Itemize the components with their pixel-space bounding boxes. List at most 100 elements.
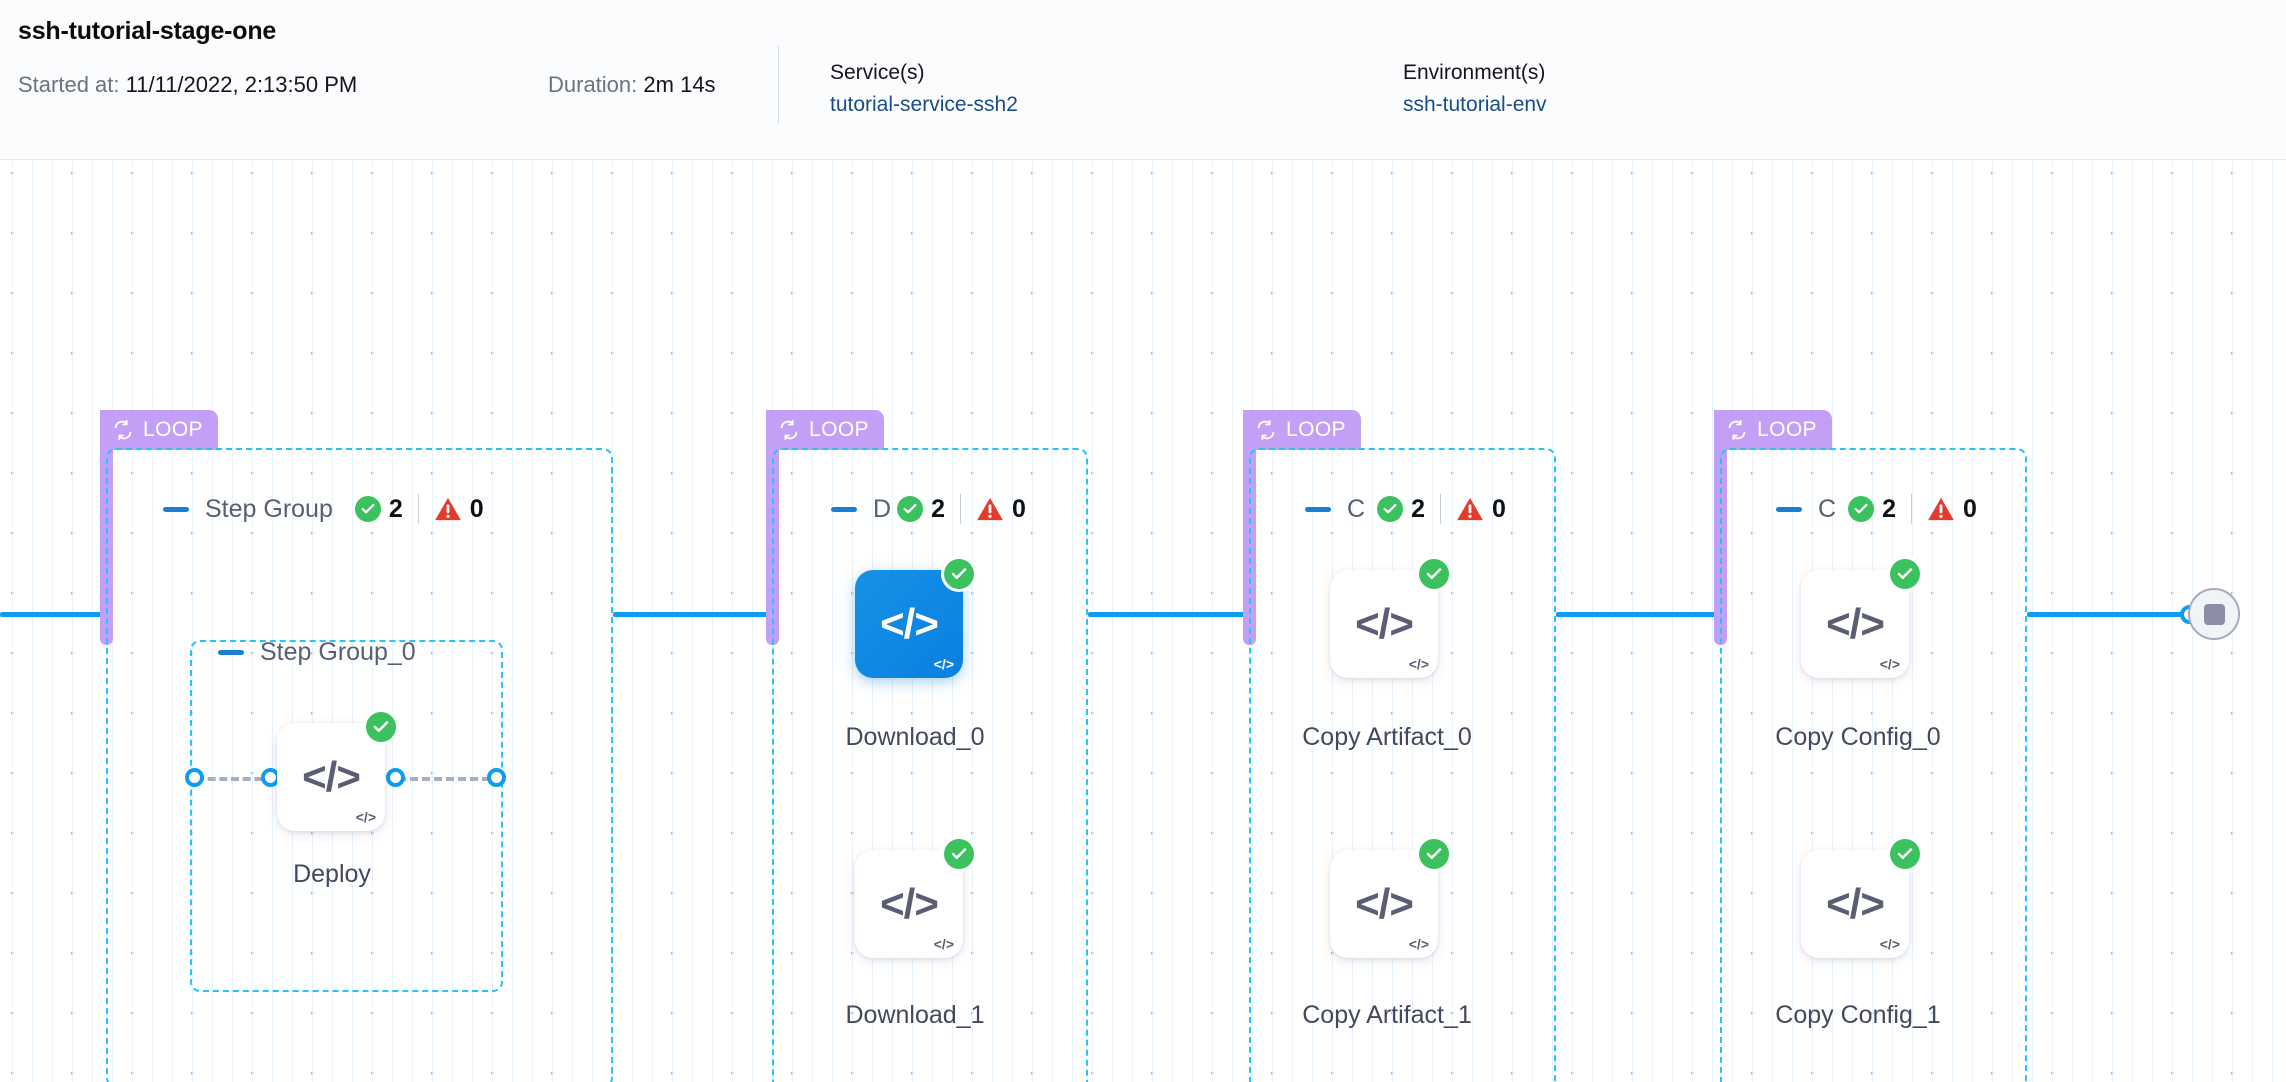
step-node-copy-artifact-1[interactable]: </> </>: [1330, 839, 1449, 958]
group-name-step-group: Step Group: [205, 494, 333, 523]
stat-divider: [1439, 494, 1441, 524]
collapse-toggle-icon[interactable]: [1776, 506, 1802, 512]
started-at-label: Started at:: [18, 72, 120, 97]
check-icon: [1426, 848, 1442, 860]
stat-divider: [959, 494, 961, 524]
warning-triangle-icon: [977, 497, 1003, 521]
success-check-icon: [1377, 496, 1404, 522]
success-count: 2: [388, 494, 403, 523]
duration-label: Duration:: [548, 72, 638, 97]
success-count: 2: [1882, 494, 1896, 523]
loop-badge-label: LOOP: [809, 418, 869, 441]
success-check-icon: [354, 496, 381, 522]
rail-g3-to-g4: [1556, 612, 1716, 617]
group-header-download[interactable]: D 2 0: [831, 494, 1026, 524]
group-header-copy-config[interactable]: C 2 0: [1776, 494, 1977, 524]
step-node-label-deploy: Deploy: [293, 860, 371, 888]
step-node-download-1[interactable]: </> </>: [855, 839, 974, 958]
loop-badge-download-group[interactable]: LOOP: [766, 410, 884, 450]
error-stat: 0: [434, 495, 484, 524]
group-stats-download: 2 0: [897, 494, 1026, 524]
error-stat: 0: [976, 495, 1026, 524]
success-stat: 2: [354, 494, 403, 524]
port-outer-left-deploy[interactable]: [185, 768, 204, 787]
port-inner-right-deploy[interactable]: [386, 768, 405, 787]
check-icon: [1897, 848, 1913, 860]
warning-triangle-icon: [434, 497, 461, 521]
check-icon: [1897, 568, 1913, 580]
execution-header: ssh-tutorial-stage-one Started at: 11/11…: [0, 0, 2286, 160]
group-name-copy-artifact: C: [1347, 494, 1366, 523]
group-header-step-group-0[interactable]: Step Group_0: [218, 638, 416, 667]
error-count: 0: [1491, 494, 1506, 523]
service-link[interactable]: tutorial-service-ssh2: [830, 93, 1018, 116]
stat-divider: [1910, 494, 1912, 524]
group-header-copy-artifact[interactable]: C 2 0: [1305, 494, 1506, 524]
warning-triangle-icon: [1928, 497, 1954, 521]
collapse-toggle-icon[interactable]: [831, 506, 857, 512]
error-stat: 0: [1927, 495, 1977, 524]
success-stat: 2: [1377, 495, 1425, 524]
success-check-icon: [897, 496, 924, 522]
code-glyph-icon: </>: [302, 753, 361, 800]
code-glyph-icon: </>: [1826, 880, 1885, 927]
stub-left-deploy: [196, 777, 274, 781]
step-node-download-0[interactable]: </> </>: [855, 559, 974, 678]
rail-g2-to-g3: [1088, 612, 1248, 617]
environments-block: Environment(s) ssh-tutorial-env: [1403, 58, 1547, 122]
check-icon: [373, 721, 389, 733]
error-stat: 0: [1456, 495, 1506, 524]
success-stat: 2: [1848, 495, 1896, 524]
status-badge-success: [1419, 839, 1449, 869]
page-title: ssh-tutorial-stage-one: [18, 17, 277, 45]
step-node-label-copy-artifact-1: Copy Artifact_1: [1302, 1001, 1472, 1029]
success-count: 2: [931, 494, 945, 523]
code-corner-icon: </>: [1408, 936, 1429, 952]
code-glyph-icon: </>: [1826, 600, 1885, 647]
loop-badge-step-group[interactable]: LOOP: [100, 410, 218, 450]
code-corner-icon: </>: [933, 936, 954, 952]
code-glyph-icon: </>: [880, 880, 939, 927]
error-count: 0: [469, 494, 484, 523]
group-stats-copy-artifact: 2 0: [1377, 494, 1506, 524]
pipeline-end-node[interactable]: [2188, 588, 2240, 640]
port-outer-right-deploy[interactable]: [487, 768, 506, 787]
loop-badge-copy-artifact-group[interactable]: LOOP: [1243, 410, 1361, 450]
group-box-copy-config[interactable]: [1720, 448, 2027, 1082]
loop-badge-copy-config-group[interactable]: LOOP: [1714, 410, 1832, 450]
group-box-step-group-0[interactable]: [190, 640, 503, 992]
group-box-copy-artifact[interactable]: [1249, 448, 1556, 1082]
step-node-deploy[interactable]: </> </>: [277, 712, 396, 831]
group-box-download[interactable]: [772, 448, 1088, 1082]
status-badge-success: [1890, 559, 1920, 589]
step-node-copy-config-1[interactable]: </> </>: [1801, 839, 1920, 958]
environment-link[interactable]: ssh-tutorial-env: [1403, 93, 1547, 116]
group-header-step-group[interactable]: Step Group 2 0: [163, 494, 484, 524]
success-stat: 2: [897, 495, 945, 524]
step-node-copy-config-0[interactable]: </> </>: [1801, 559, 1920, 678]
stub-right-deploy: [398, 777, 490, 781]
rail-g1-to-g2: [613, 612, 773, 617]
code-corner-icon: </>: [1879, 656, 1900, 672]
check-icon: [951, 848, 967, 860]
loop-badge-label: LOOP: [143, 418, 203, 441]
header-meta-row: Started at: 11/11/2022, 2:13:50 PM Durat…: [18, 46, 2286, 124]
collapse-toggle-icon[interactable]: [218, 650, 244, 655]
started-at-block: Started at: 11/11/2022, 2:13:50 PM: [18, 70, 357, 100]
pipeline-canvas[interactable]: LOOP Step Group 2 0: [0, 160, 2286, 1082]
code-corner-icon: </>: [1408, 656, 1429, 672]
header-divider: [778, 46, 779, 124]
stop-square-icon: [2203, 603, 2225, 625]
collapse-toggle-icon[interactable]: [1305, 506, 1331, 512]
environments-heading: Environment(s): [1403, 61, 1546, 84]
collapse-toggle-icon[interactable]: [163, 506, 189, 512]
step-node-label-download-0: Download_0: [845, 723, 985, 751]
status-badge-success: [944, 559, 974, 589]
duration-value: 2m 14s: [643, 72, 716, 97]
step-node-copy-artifact-0[interactable]: </> </>: [1330, 559, 1449, 678]
loop-badge-label: LOOP: [1286, 418, 1346, 441]
group-name-copy-config: C: [1818, 494, 1837, 523]
loop-icon: [780, 419, 798, 441]
rail-g4-to-end: [2027, 612, 2193, 617]
group-box-step-group[interactable]: [106, 448, 613, 1082]
